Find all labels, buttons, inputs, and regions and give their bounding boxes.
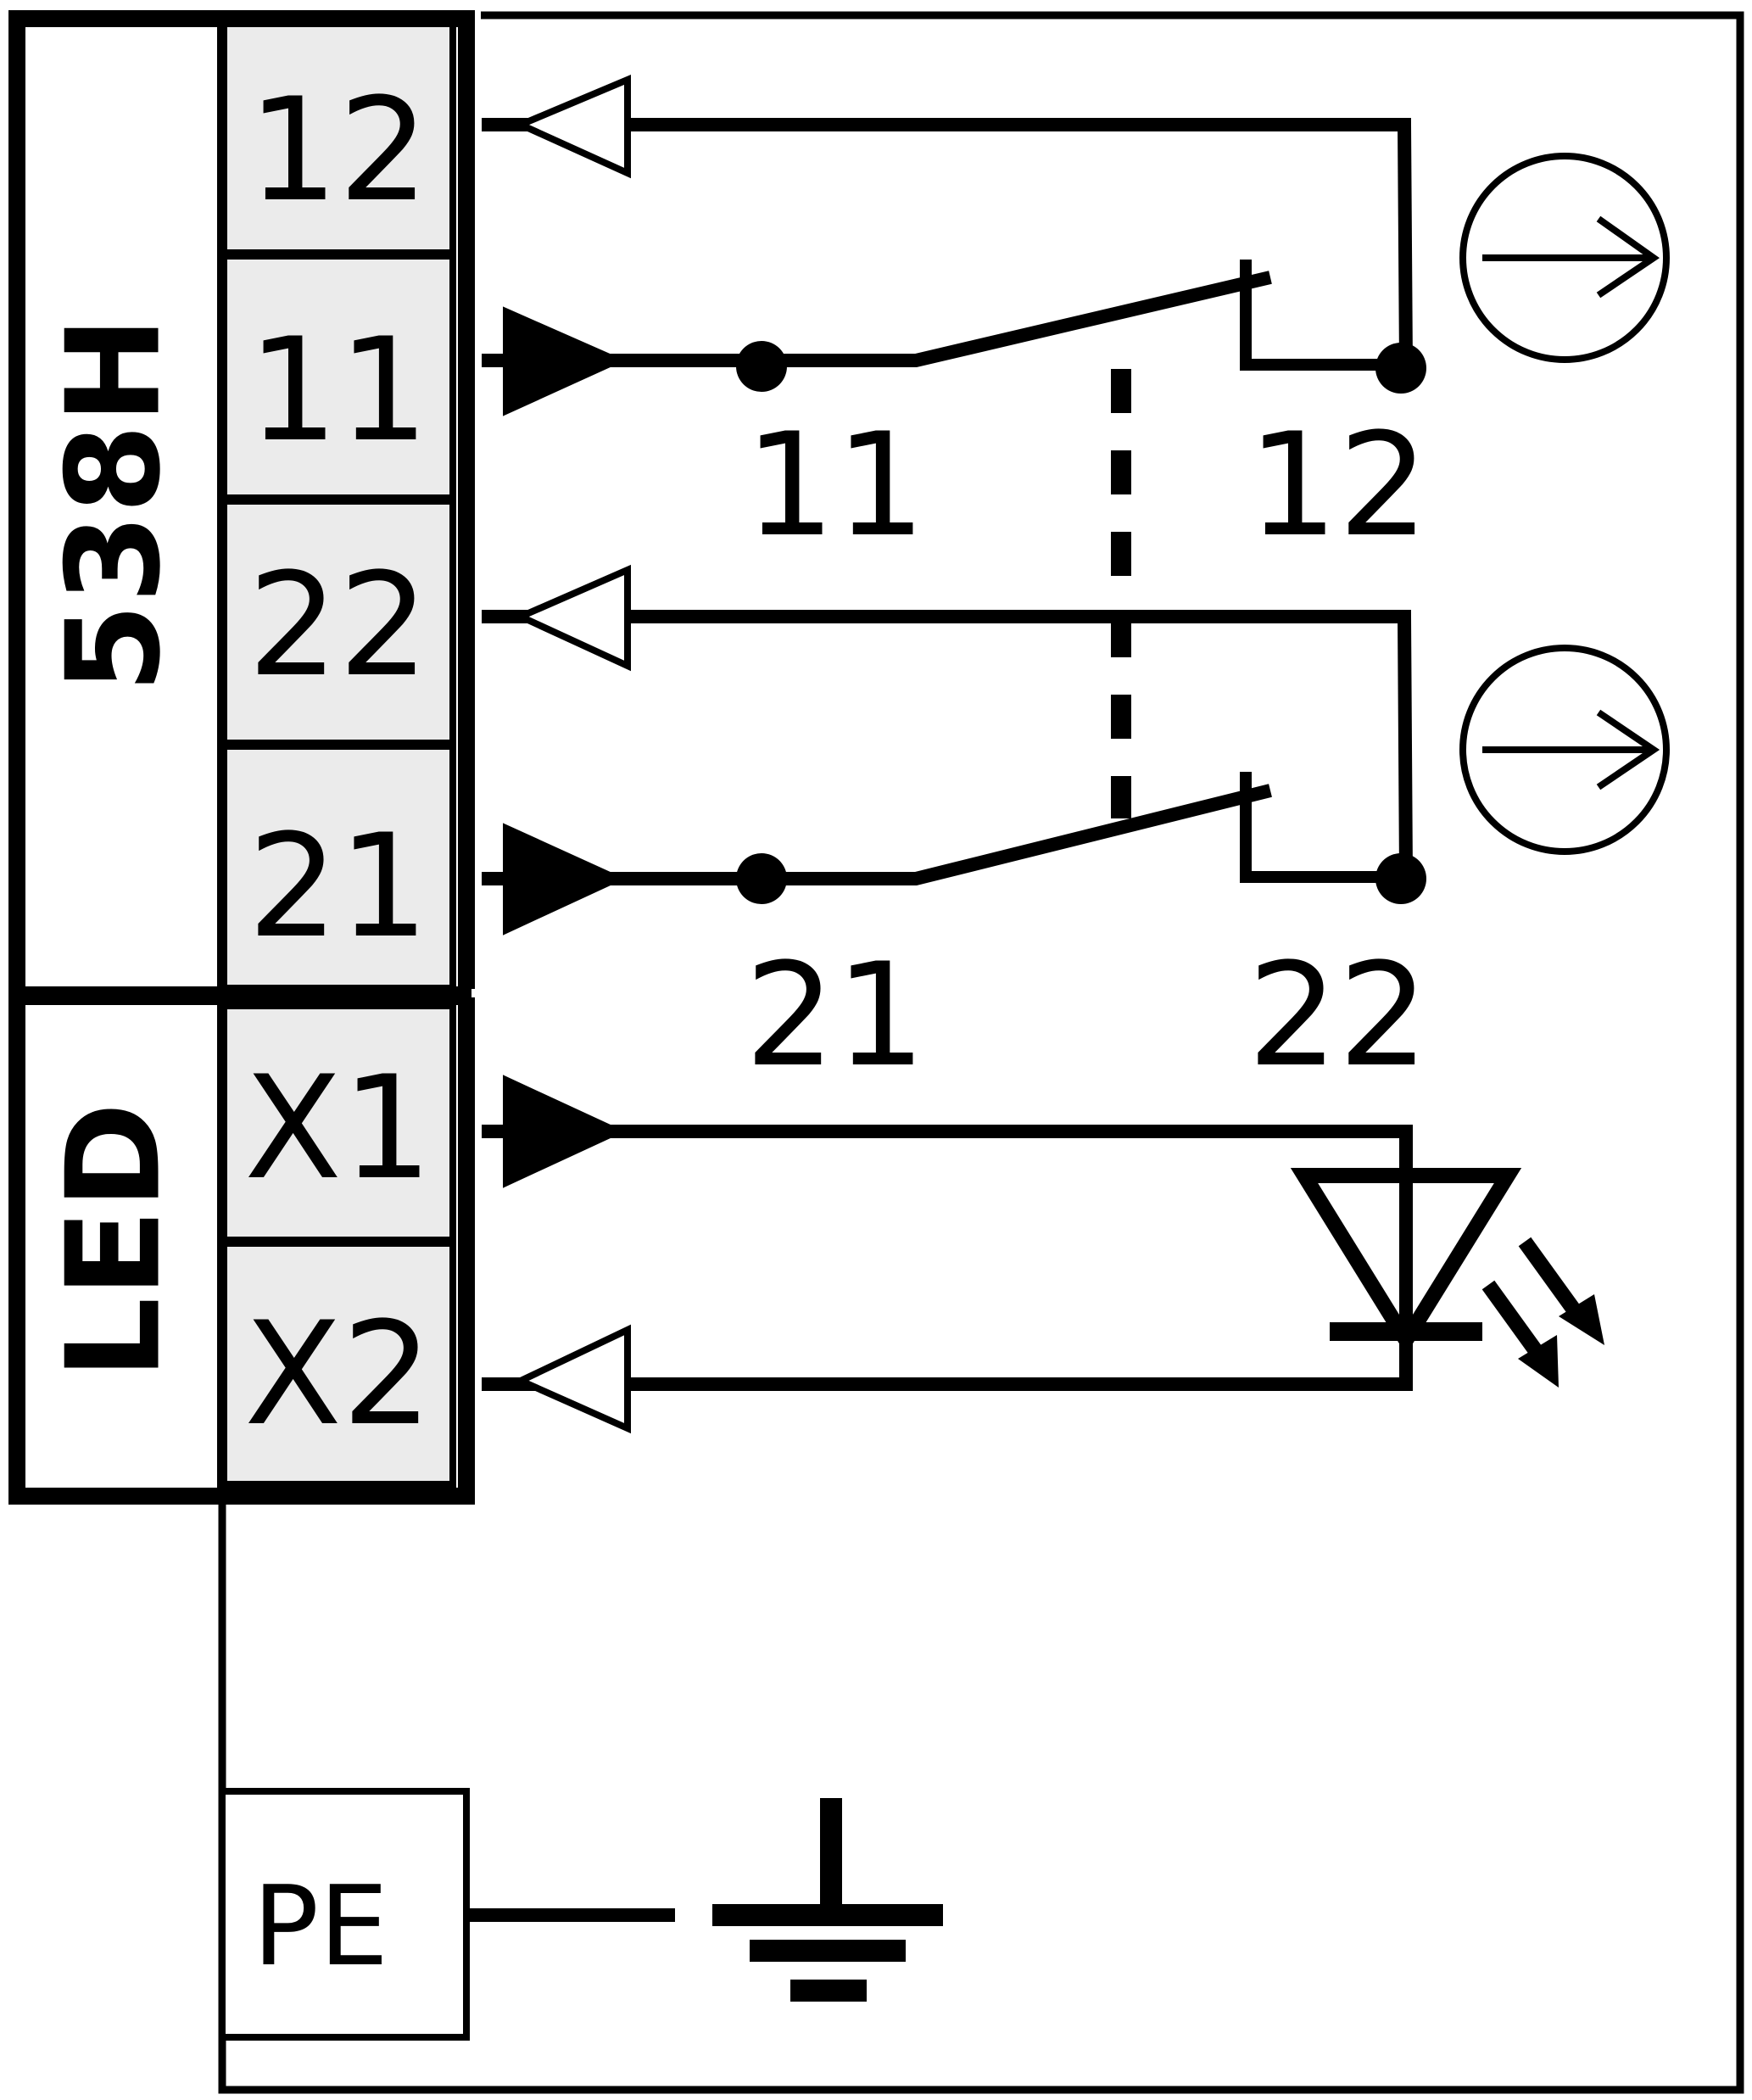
actuator-symbol-1 xyxy=(1459,153,1670,363)
wire-terminal-x2 xyxy=(482,1332,1413,1391)
contact-node-22 xyxy=(1375,853,1426,904)
contact-node-11 xyxy=(736,341,787,392)
arrow-filled-x1 xyxy=(503,1075,626,1188)
arrow-open-22 xyxy=(512,564,631,672)
contact-label-12: 12 xyxy=(1247,402,1429,568)
switch-blade-2 xyxy=(762,784,1272,885)
terminal-label-x1: X1 xyxy=(244,1045,432,1211)
led-label: LED xyxy=(39,1103,189,1380)
block-frame-led xyxy=(8,997,475,1505)
switch-hook-1 xyxy=(1240,260,1401,371)
actuator-arrow-1 xyxy=(1482,215,1660,299)
contact-1-circuit xyxy=(482,74,1670,416)
arrow-open-x2 xyxy=(512,1324,631,1434)
led-emission-head-1 xyxy=(1518,1335,1559,1388)
wire-terminal-12 xyxy=(482,118,1413,367)
actuator-arrow-2 xyxy=(1482,709,1660,790)
block-frame-contacts xyxy=(8,10,475,989)
arrow-open-12 xyxy=(512,74,631,179)
terminal-label-22: 22 xyxy=(248,542,429,708)
earth-icon-label: PE xyxy=(253,1862,389,1991)
contact-label-21: 21 xyxy=(745,932,926,1098)
contact-node-12 xyxy=(1375,343,1426,394)
contact-2-circuit xyxy=(482,564,1670,936)
contact-label-22: 22 xyxy=(1247,932,1429,1098)
actuator-symbol-2 xyxy=(1459,645,1670,855)
terminal-label-21: 21 xyxy=(248,803,429,969)
contact-label-11: 11 xyxy=(745,402,926,568)
led-emission-head-2 xyxy=(1559,1294,1604,1345)
led-diode-triangle xyxy=(1290,1168,1522,1355)
arrow-filled-21 xyxy=(503,823,626,936)
contact-node-21 xyxy=(736,853,787,904)
pe-terminal-box xyxy=(219,1788,470,2041)
type-label: 538H xyxy=(39,316,189,694)
terminal-strip xyxy=(220,20,456,1488)
led-circuit xyxy=(482,1075,1604,1434)
arrow-filled-11 xyxy=(503,306,626,416)
terminal-cell-x2 xyxy=(220,1240,456,1488)
switch-hook-2 xyxy=(1240,772,1401,883)
earth-circuit xyxy=(219,1788,943,2041)
terminal-label-11: 11 xyxy=(248,307,429,473)
wire-terminal-22 xyxy=(482,610,1413,876)
wire-terminal-x1 xyxy=(482,1125,1413,1340)
switch-blade-1 xyxy=(762,271,1272,367)
terminal-label-12: 12 xyxy=(248,67,429,233)
terminal-label-x2: X2 xyxy=(244,1291,432,1457)
